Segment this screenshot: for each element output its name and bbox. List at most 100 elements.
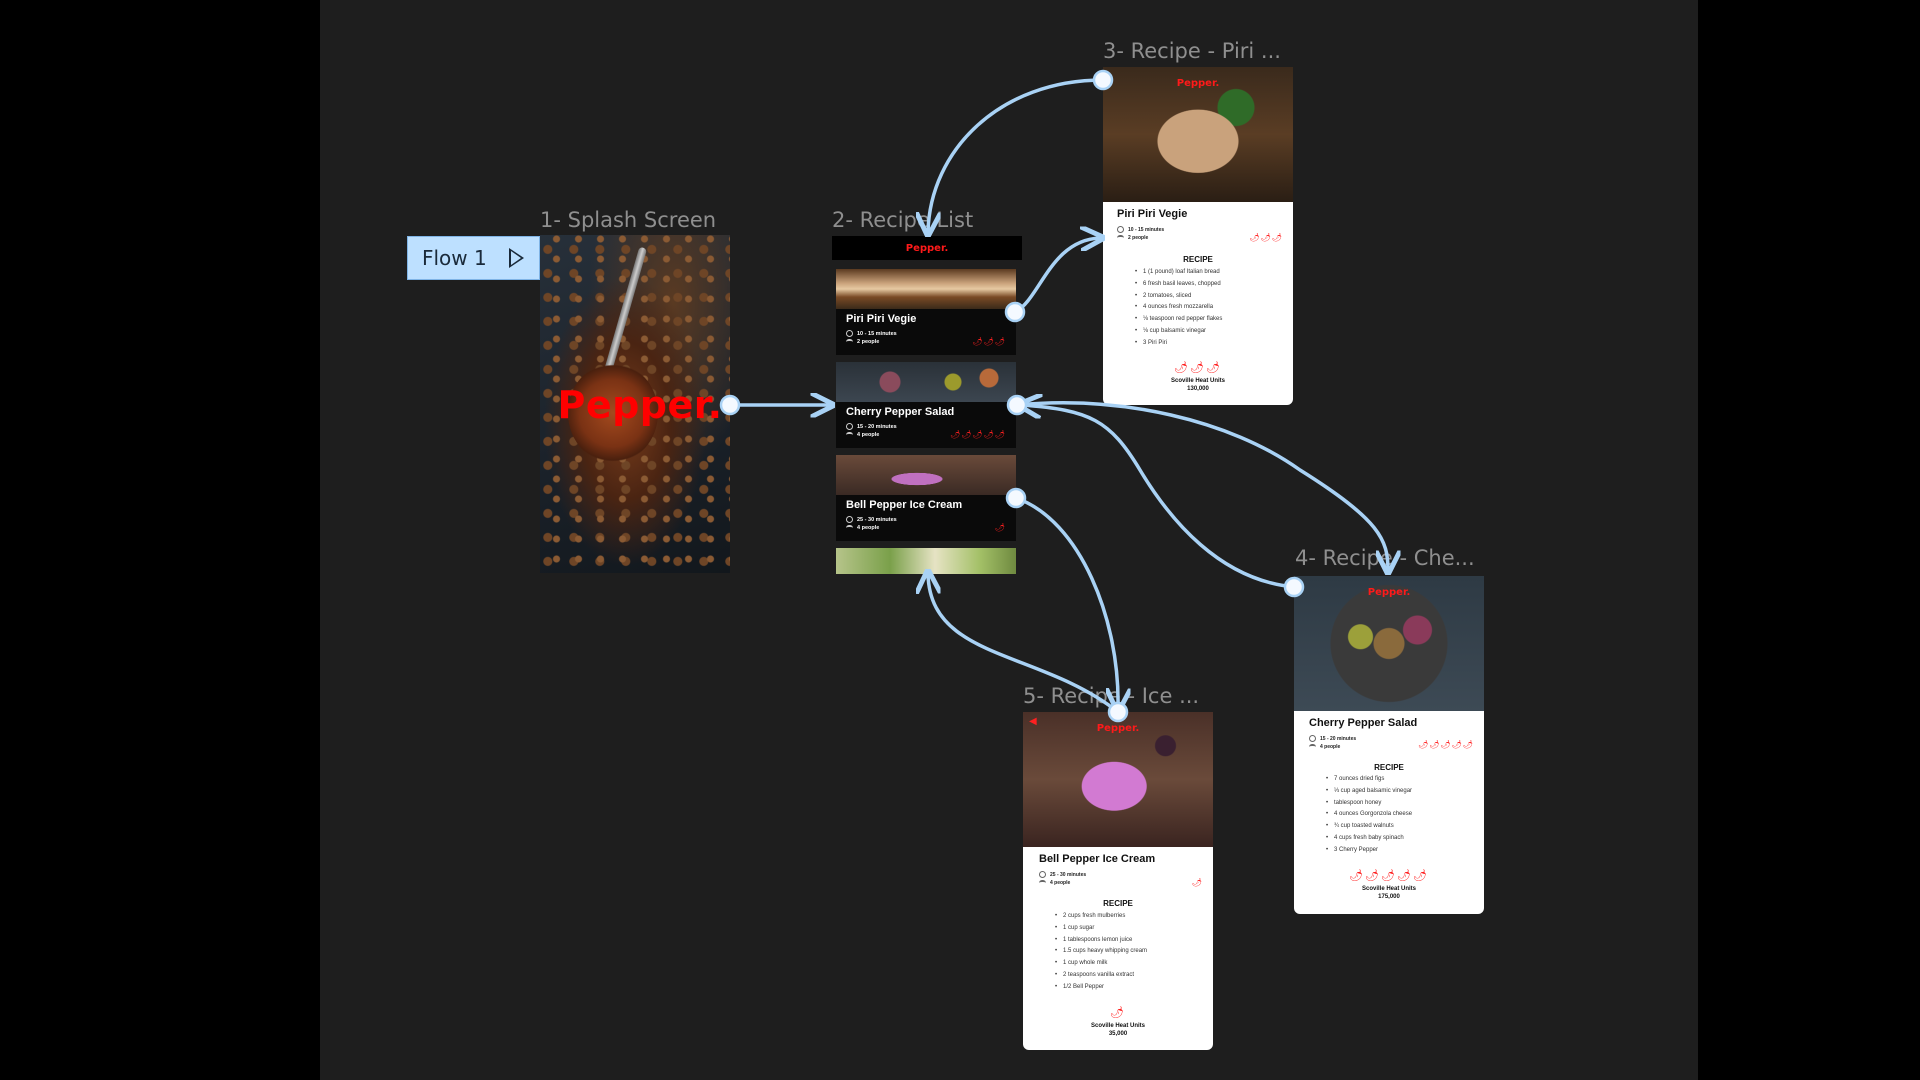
people-text: 4 people [1050,880,1071,886]
card-people: 4 people [846,432,879,438]
chili-rating: 🌶 [994,523,1006,532]
detail-image: Pepper. [1294,576,1484,711]
list-item: ¾ cup toasted walnuts [1326,823,1412,835]
recipe-card-ice[interactable]: Bell Pepper Ice Cream 25 - 30 minutes 4 … [836,455,1016,541]
detail-people: 4 people [1309,744,1340,750]
people-icon [1309,744,1316,750]
time-text: 25 - 30 minutes [857,516,897,523]
scoville-label: Scoville Heat Units [1090,1023,1146,1029]
list-item: ⅛ teaspoon red pepper flakes [1135,316,1222,328]
clock-icon [1309,735,1316,742]
frame-label-piri[interactable]: 3- Recipe - Piri ... [1103,39,1281,63]
people-text: 4 people [857,525,880,531]
detail-logo: Pepper. [1096,723,1140,734]
card-image [836,362,1016,402]
clock-icon [846,516,853,523]
play-icon [508,248,524,268]
header-logo: Pepper. [905,242,949,254]
chili-rating: 🌶🌶🌶 [1249,233,1283,242]
list-item: ⅓ cup aged balsamic vinegar [1326,788,1412,800]
scoville-label: Scoville Heat Units [1361,886,1417,892]
recipe-heading: RECIPE [1183,255,1213,264]
scoville-value: 175,000 [1378,894,1400,900]
detail-time: 10 - 15 minutes [1117,226,1164,233]
detail-people: 4 people [1039,880,1070,886]
recipe-detail-ice[interactable]: ◀ Pepper. Bell Pepper Ice Cream 25 - 30 … [1023,712,1213,1050]
recipe-list-header: Pepper. [832,236,1022,260]
card-time: 25 - 30 minutes [846,516,897,523]
frame-label-recipe-list[interactable]: 2- Recipe List [832,208,974,232]
recipe-card-cherry[interactable]: Cherry Pepper Salad 15 - 20 minutes 4 pe… [836,362,1016,448]
time-text: 10 - 15 minutes [1128,226,1165,233]
list-item: 4 ounces Gorgonzola cheese [1326,811,1412,823]
flow-label: Flow 1 [422,246,487,270]
list-item: 2 teaspoons vanilla extract [1055,972,1147,984]
clock-icon [1117,226,1124,233]
detail-image: Pepper. [1103,67,1293,202]
recipe-detail-piri[interactable]: Pepper. Piri Piri Vegie 10 - 15 minutes … [1103,67,1293,405]
frame-label-cherry[interactable]: 4- Recipe - Che... [1295,546,1475,570]
detail-image: ◀ Pepper. [1023,712,1213,847]
ingredient-list: 1 (1 pound) loaf Italian bread 6 fresh b… [1135,269,1222,352]
people-text: 4 people [1320,744,1341,750]
people-icon [846,432,853,438]
clock-icon [846,423,853,430]
list-item: 4 cups fresh baby spinach [1326,835,1412,847]
list-item: 1 cup whole milk [1055,960,1147,972]
ingredient-list: 2 cups fresh mulberries 1 cup sugar 1 ta… [1055,913,1147,996]
time-text: 15 - 20 minutes [1320,735,1357,742]
time-text: 25 - 30 minutes [1050,871,1087,878]
ingredient-list: 7 ounces dried figs ⅓ cup aged balsamic … [1326,776,1412,859]
scoville-value: 130,000 [1187,386,1209,392]
people-text: 2 people [857,339,880,345]
card-time: 15 - 20 minutes [846,423,897,430]
recipe-heading: RECIPE [1103,899,1133,908]
detail-title: Piri Piri Vegie [1117,208,1188,220]
card-image [836,455,1016,495]
chili-rating: 🌶🌶🌶🌶🌶 [1418,740,1474,749]
people-text: 4 people [857,432,880,438]
card-people: 2 people [846,339,879,345]
list-item: 2 cups fresh mulberries [1055,913,1147,925]
card-title: Cherry Pepper Salad [846,406,955,418]
heat-chilis: 🌶🌶🌶🌶🌶 [1349,870,1429,882]
detail-logo: Pepper. [1176,78,1220,89]
card-title: Piri Piri Vegie [846,313,917,325]
scoville-value: 35,000 [1108,1031,1128,1037]
list-item: 4 ounces fresh mozzarella [1135,304,1222,316]
chili-rating: 🌶🌶🌶 [972,337,1006,346]
recipe-card-piri[interactable]: Piri Piri Vegie 10 - 15 minutes 2 people… [836,269,1016,355]
frame-label-splash[interactable]: 1- Splash Screen [540,208,717,232]
list-item: tablespoon honey [1326,800,1412,812]
list-item: 1/2 Bell Pepper [1055,984,1147,996]
heat-chilis: 🌶🌶🌶 [1174,362,1222,374]
list-item: 7 ounces dried figs [1326,776,1412,788]
list-item: 1 (1 pound) loaf Italian bread [1135,269,1222,281]
list-item: 6 fresh basil leaves, chopped [1135,281,1222,293]
flow-start-button[interactable]: Flow 1 [407,236,540,280]
people-icon [846,525,853,531]
card-title: Bell Pepper Ice Cream [846,499,963,511]
people-icon [846,339,853,345]
recipe-detail-cherry[interactable]: Pepper. Cherry Pepper Salad 15 - 20 minu… [1294,576,1484,914]
people-icon [1117,235,1124,241]
scoville-label: Scoville Heat Units [1170,378,1226,384]
chili-rating: 🌶🌶🌶🌶🌶 [950,430,1006,439]
list-item: 3 Cherry Pepper [1326,847,1412,859]
list-item: ⅛ cup balsamic vinegar [1135,328,1222,340]
splash-logo: Pepper. [557,383,723,427]
list-item: 1 cup sugar [1055,925,1147,937]
list-item: 1 tablespoons lemon juice [1055,937,1147,949]
frame-label-ice[interactable]: 5- Recipe - Ice ... [1023,684,1200,708]
detail-title: Cherry Pepper Salad [1309,717,1418,729]
detail-time: 15 - 20 minutes [1309,735,1356,742]
time-text: 15 - 20 minutes [857,423,897,430]
detail-logo: Pepper. [1367,587,1411,598]
detail-time: 25 - 30 minutes [1039,871,1086,878]
recipe-card-partial[interactable] [836,548,1016,574]
back-arrow-icon[interactable]: ◀ [1029,716,1037,727]
clock-icon [1039,871,1046,878]
splash-screen-frame[interactable]: Pepper. [540,235,730,573]
clock-icon [846,330,853,337]
list-item: 2 tomatoes, sliced [1135,293,1222,305]
